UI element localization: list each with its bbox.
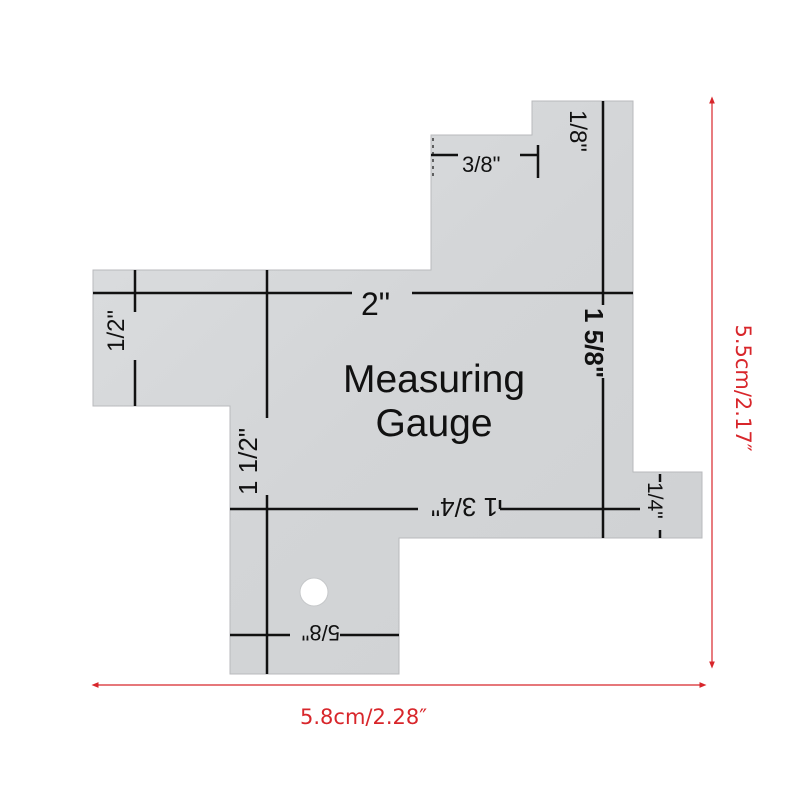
label-1-4-inch: 1/4" bbox=[643, 482, 666, 519]
height-dimension-label: 5.5cm/2.17″ bbox=[731, 324, 755, 452]
label-2-inch: 2" bbox=[361, 286, 390, 322]
gauge-body bbox=[92, 100, 703, 675]
ruler-lines bbox=[93, 101, 662, 674]
hanging-hole bbox=[299, 577, 329, 607]
label-1-1-2-inch: 1 1/2" bbox=[233, 428, 263, 495]
label-1-2-inch: 1/2" bbox=[103, 310, 130, 352]
label-1-5-8-inch: 1 5/8" bbox=[579, 308, 609, 378]
gauge-title-line1: Measuring bbox=[343, 358, 525, 401]
label-1-3-4-inch: 1 3/4" bbox=[431, 492, 498, 522]
label-3-8-inch: 3/8" bbox=[462, 152, 500, 177]
label-5-8-inch: 5/8" bbox=[302, 620, 340, 645]
width-dimension-label: 5.8cm/2.28″ bbox=[300, 705, 428, 729]
label-1-8-inch: 1/8" bbox=[564, 110, 591, 152]
gauge-title-line2: Gauge bbox=[375, 402, 492, 445]
